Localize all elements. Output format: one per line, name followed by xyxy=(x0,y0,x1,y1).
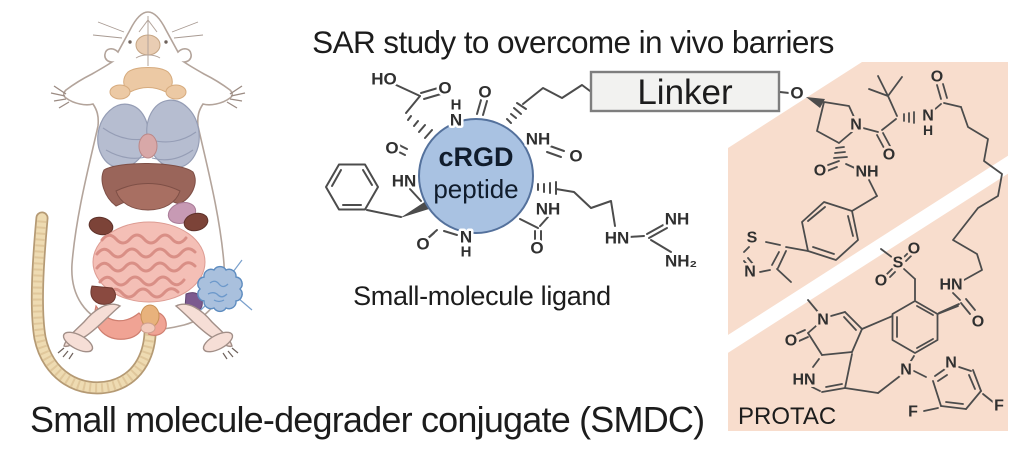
atom-label: O xyxy=(883,147,895,164)
atom-label: HN xyxy=(792,372,815,389)
atom-label: H xyxy=(461,244,472,261)
atom-label: O xyxy=(478,83,491,102)
atom-label: O xyxy=(908,241,920,258)
atom-label: N xyxy=(817,312,829,329)
linker-box: Linker xyxy=(589,70,790,113)
linker-label: Linker xyxy=(637,73,733,112)
atom-label: N xyxy=(450,111,462,130)
bottom-caption: Small molecule-degrader conjugate (SMDC) xyxy=(30,399,704,440)
atom-label: O xyxy=(814,163,826,180)
atom-label: NH xyxy=(665,210,690,229)
mouse-illustration xyxy=(30,11,253,395)
atom-label: HN xyxy=(392,172,417,191)
atom-label: N xyxy=(922,108,934,125)
mouse-head-details xyxy=(92,16,204,66)
atom-label: N xyxy=(900,362,912,379)
atom-label: NH xyxy=(855,164,878,181)
atom-label: NH xyxy=(536,200,561,219)
protac-bonds xyxy=(743,75,1003,412)
atom-label: HO xyxy=(371,70,397,89)
atom-label: H xyxy=(923,122,933,138)
atom-label: N xyxy=(850,117,862,134)
crgd-circle xyxy=(418,118,534,234)
atom-label: O xyxy=(785,333,797,350)
atom-label: N xyxy=(460,228,472,247)
atom-label: HN xyxy=(605,229,630,248)
mouse-lungs xyxy=(97,99,200,169)
atom-label: O xyxy=(931,69,943,86)
atom-label: NH xyxy=(526,130,551,149)
atom-label: O xyxy=(416,235,429,254)
crgd-circle-line1: cRGD xyxy=(438,142,513,172)
atom-label: N xyxy=(945,355,957,372)
mouse-kidney-right xyxy=(183,212,209,232)
mouse-liver xyxy=(101,163,196,211)
crgd-circle-line2: peptide xyxy=(433,174,518,204)
protac-label: PROTAC xyxy=(738,403,836,430)
atom-label: O xyxy=(875,273,887,290)
atom-label: O xyxy=(790,84,803,103)
mouse-hand-fingers xyxy=(50,85,246,109)
atom-label: F xyxy=(994,398,1004,415)
atom-label: HN xyxy=(939,277,962,294)
atom-label: F xyxy=(908,404,918,421)
ligand-caption: Small-molecule ligand xyxy=(353,281,611,311)
mouse-neck-muscle xyxy=(109,67,187,100)
atom-label: O xyxy=(569,147,582,166)
atom-label: N xyxy=(744,264,756,281)
atom-label: O xyxy=(438,79,451,98)
panel-diagonal-stripe xyxy=(715,150,1025,356)
atom-label: NH₂ xyxy=(665,252,697,271)
mouse-kidney-left xyxy=(88,216,114,236)
mouse-intestines xyxy=(90,221,206,313)
mouse-legs xyxy=(57,303,239,360)
atom-label: O xyxy=(972,314,984,331)
atom-label: H xyxy=(451,97,462,114)
atom-label: O xyxy=(385,139,398,158)
title: SAR study to overcome in vivo barriers xyxy=(312,24,834,60)
mouse-tail xyxy=(30,211,157,395)
atom-label: O xyxy=(530,239,543,258)
mouse-genital xyxy=(140,322,156,334)
atom-label: S xyxy=(747,230,758,247)
crgd-bonds xyxy=(325,83,672,253)
atom-label: S xyxy=(893,255,904,272)
